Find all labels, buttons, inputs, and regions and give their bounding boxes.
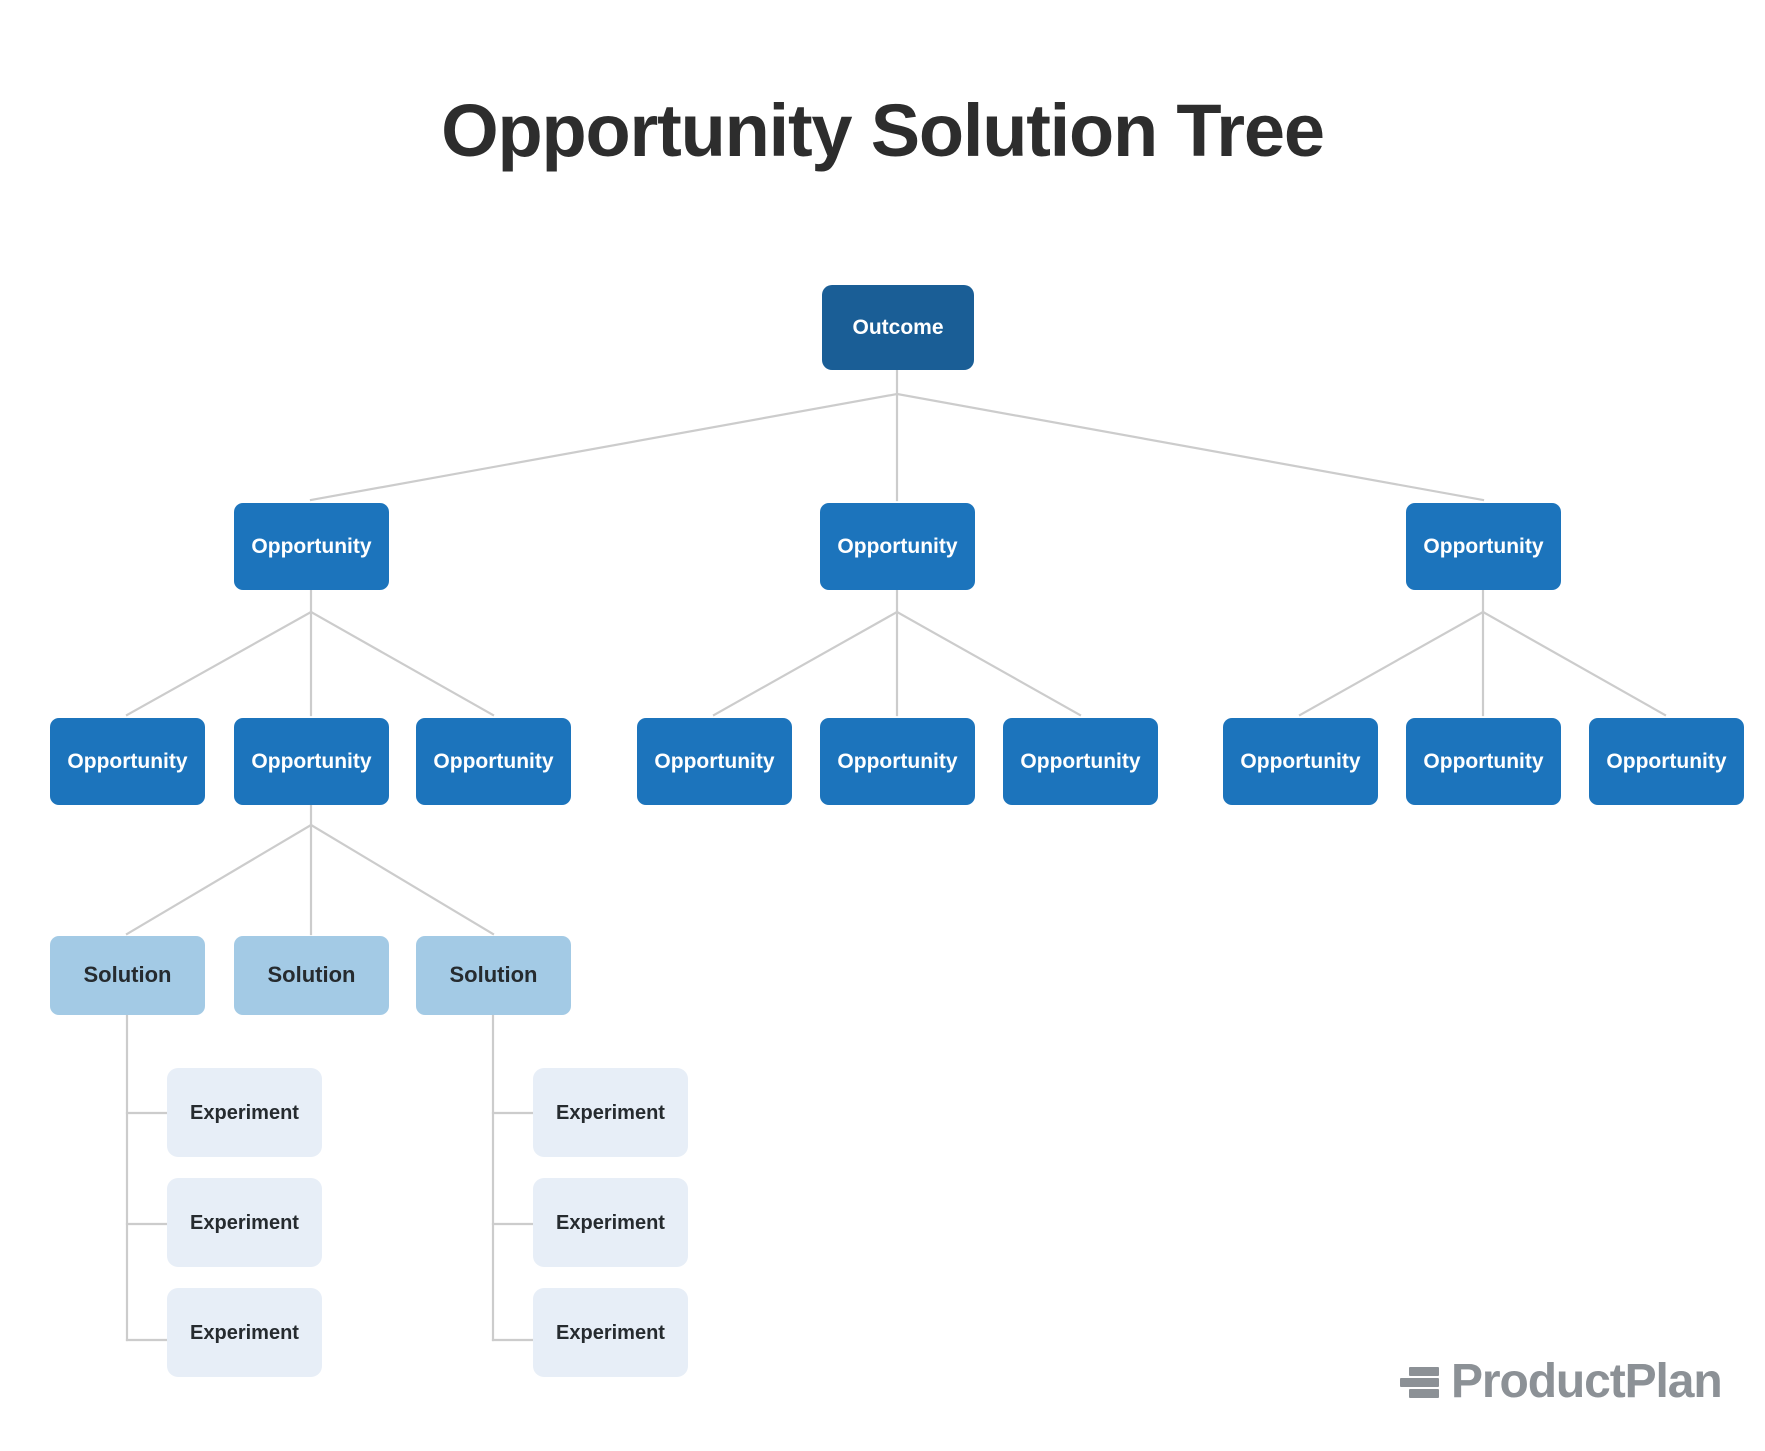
node-opportunity-2-label: Opportunity [837,534,958,558]
edge-opp3-to-c1 [1298,610,1485,717]
node-opportunity-2-1-label: Opportunity [654,749,775,773]
edge-opp12-to-sol1 [125,823,313,936]
node-opportunity-3-1-label: Opportunity [1240,749,1361,773]
node-experiment-1-2[interactable]: Experiment [167,1178,322,1267]
edge-opp2-to-c1 [712,610,899,717]
node-opportunity-1[interactable]: Opportunity [234,503,389,590]
node-solution-2[interactable]: Solution [234,936,389,1015]
node-opportunity-3-2[interactable]: Opportunity [1406,718,1561,805]
node-opportunity-1-1[interactable]: Opportunity [50,718,205,805]
node-opportunity-1-3-label: Opportunity [433,749,554,773]
node-experiment-3-1[interactable]: Experiment [533,1068,688,1157]
page-title: Opportunity Solution Tree [441,89,1325,172]
node-solution-2-label: Solution [267,962,356,988]
edge-opp1-to-c3 [309,610,495,717]
node-opportunity-3-3[interactable]: Opportunity [1589,718,1744,805]
node-solution-3[interactable]: Solution [416,936,571,1015]
node-experiment-3-2[interactable]: Experiment [533,1178,688,1267]
node-experiment-3-1-label: Experiment [556,1101,665,1124]
node-opportunity-3-3-label: Opportunity [1606,749,1727,773]
edge-opp2-to-c3 [895,610,1082,717]
node-opportunity-3-2-label: Opportunity [1423,749,1544,773]
edge-opp12-to-sol3 [309,823,495,936]
node-opportunity-1-1-label: Opportunity [67,749,188,773]
node-experiment-3-3-label: Experiment [556,1321,665,1344]
node-experiment-3-2-label: Experiment [556,1211,665,1234]
node-opportunity-1-2-label: Opportunity [251,749,372,773]
node-solution-1[interactable]: Solution [50,936,205,1015]
edge-outcome-to-opp-3 [895,392,1485,502]
node-experiment-1-3-label: Experiment [190,1321,299,1344]
brand-name: ProductPlan [1451,1355,1723,1408]
edge-outcome-to-opp-1 [309,392,899,502]
node-opportunity-2-1[interactable]: Opportunity [637,718,792,805]
node-opportunity-3-1[interactable]: Opportunity [1223,718,1378,805]
node-opportunity-2-3[interactable]: Opportunity [1003,718,1158,805]
node-outcome-label: Outcome [852,315,944,339]
node-experiment-1-3[interactable]: Experiment [167,1288,322,1377]
three-bars-icon [1398,1361,1446,1403]
node-opportunity-2-2[interactable]: Opportunity [820,718,975,805]
node-experiment-1-2-label: Experiment [190,1211,299,1234]
node-experiment-3-3[interactable]: Experiment [533,1288,688,1377]
edge-opp3-to-c3 [1481,610,1667,717]
node-opportunity-3-label: Opportunity [1423,534,1544,558]
node-outcome[interactable]: Outcome [822,285,974,370]
node-solution-3-label: Solution [449,962,538,988]
node-experiment-1-1-label: Experiment [190,1101,299,1124]
node-opportunity-3[interactable]: Opportunity [1406,503,1561,590]
node-opportunity-1-2[interactable]: Opportunity [234,718,389,805]
edge-opp1-to-c1 [125,610,313,717]
node-opportunity-2-2-label: Opportunity [837,749,958,773]
node-solution-1-label: Solution [83,962,172,988]
productplan-logo: ProductPlan [1398,1355,1723,1408]
node-opportunity-1-3[interactable]: Opportunity [416,718,571,805]
node-opportunity-2[interactable]: Opportunity [820,503,975,590]
node-opportunity-2-3-label: Opportunity [1020,749,1141,773]
node-experiment-1-1[interactable]: Experiment [167,1068,322,1157]
node-opportunity-1-label: Opportunity [251,534,372,558]
